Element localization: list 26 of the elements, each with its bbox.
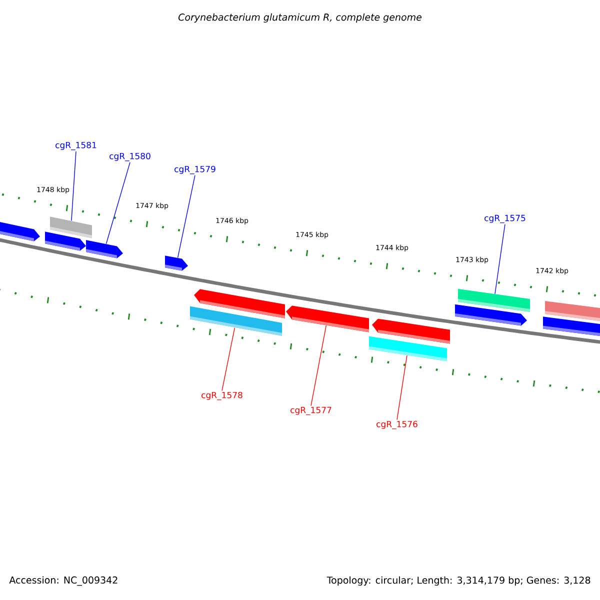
gene-label: cgR_1580 bbox=[110, 152, 150, 162]
accession-text: Accession: NC_009342 bbox=[9, 576, 118, 586]
gene-block bbox=[372, 318, 450, 344]
gene-block bbox=[86, 240, 123, 258]
leader-line bbox=[71, 151, 76, 222]
gene-bar bbox=[458, 288, 530, 312]
leader-line bbox=[494, 224, 506, 294]
gene-label: cgR_1576 bbox=[376, 420, 418, 430]
leader-line bbox=[310, 325, 327, 406]
genome-info-text: Topology: circular; Length: 3,314,179 bp; Genes: 3,128 bbox=[326, 576, 590, 586]
gene-block bbox=[45, 232, 86, 251]
gene-bar bbox=[545, 300, 600, 322]
gene-block bbox=[543, 316, 600, 336]
gene-label: cgR_1581 bbox=[56, 142, 96, 150]
leader-line bbox=[177, 175, 196, 258]
title: Corynebacterium glutamicum R, complete genome bbox=[178, 13, 422, 23]
leader-line bbox=[106, 162, 130, 244]
gene-label: cgR_1578 bbox=[202, 392, 242, 400]
gene-block bbox=[286, 306, 369, 332]
gene-label: cgR_1577 bbox=[290, 406, 332, 416]
gene-block bbox=[165, 256, 188, 271]
leader-line bbox=[396, 355, 408, 420]
gene-block bbox=[194, 289, 285, 318]
gene-label: cgR_1575 bbox=[484, 214, 526, 224]
gene-label: cgR_1579 bbox=[174, 166, 216, 174]
gene-block bbox=[0, 220, 40, 242]
